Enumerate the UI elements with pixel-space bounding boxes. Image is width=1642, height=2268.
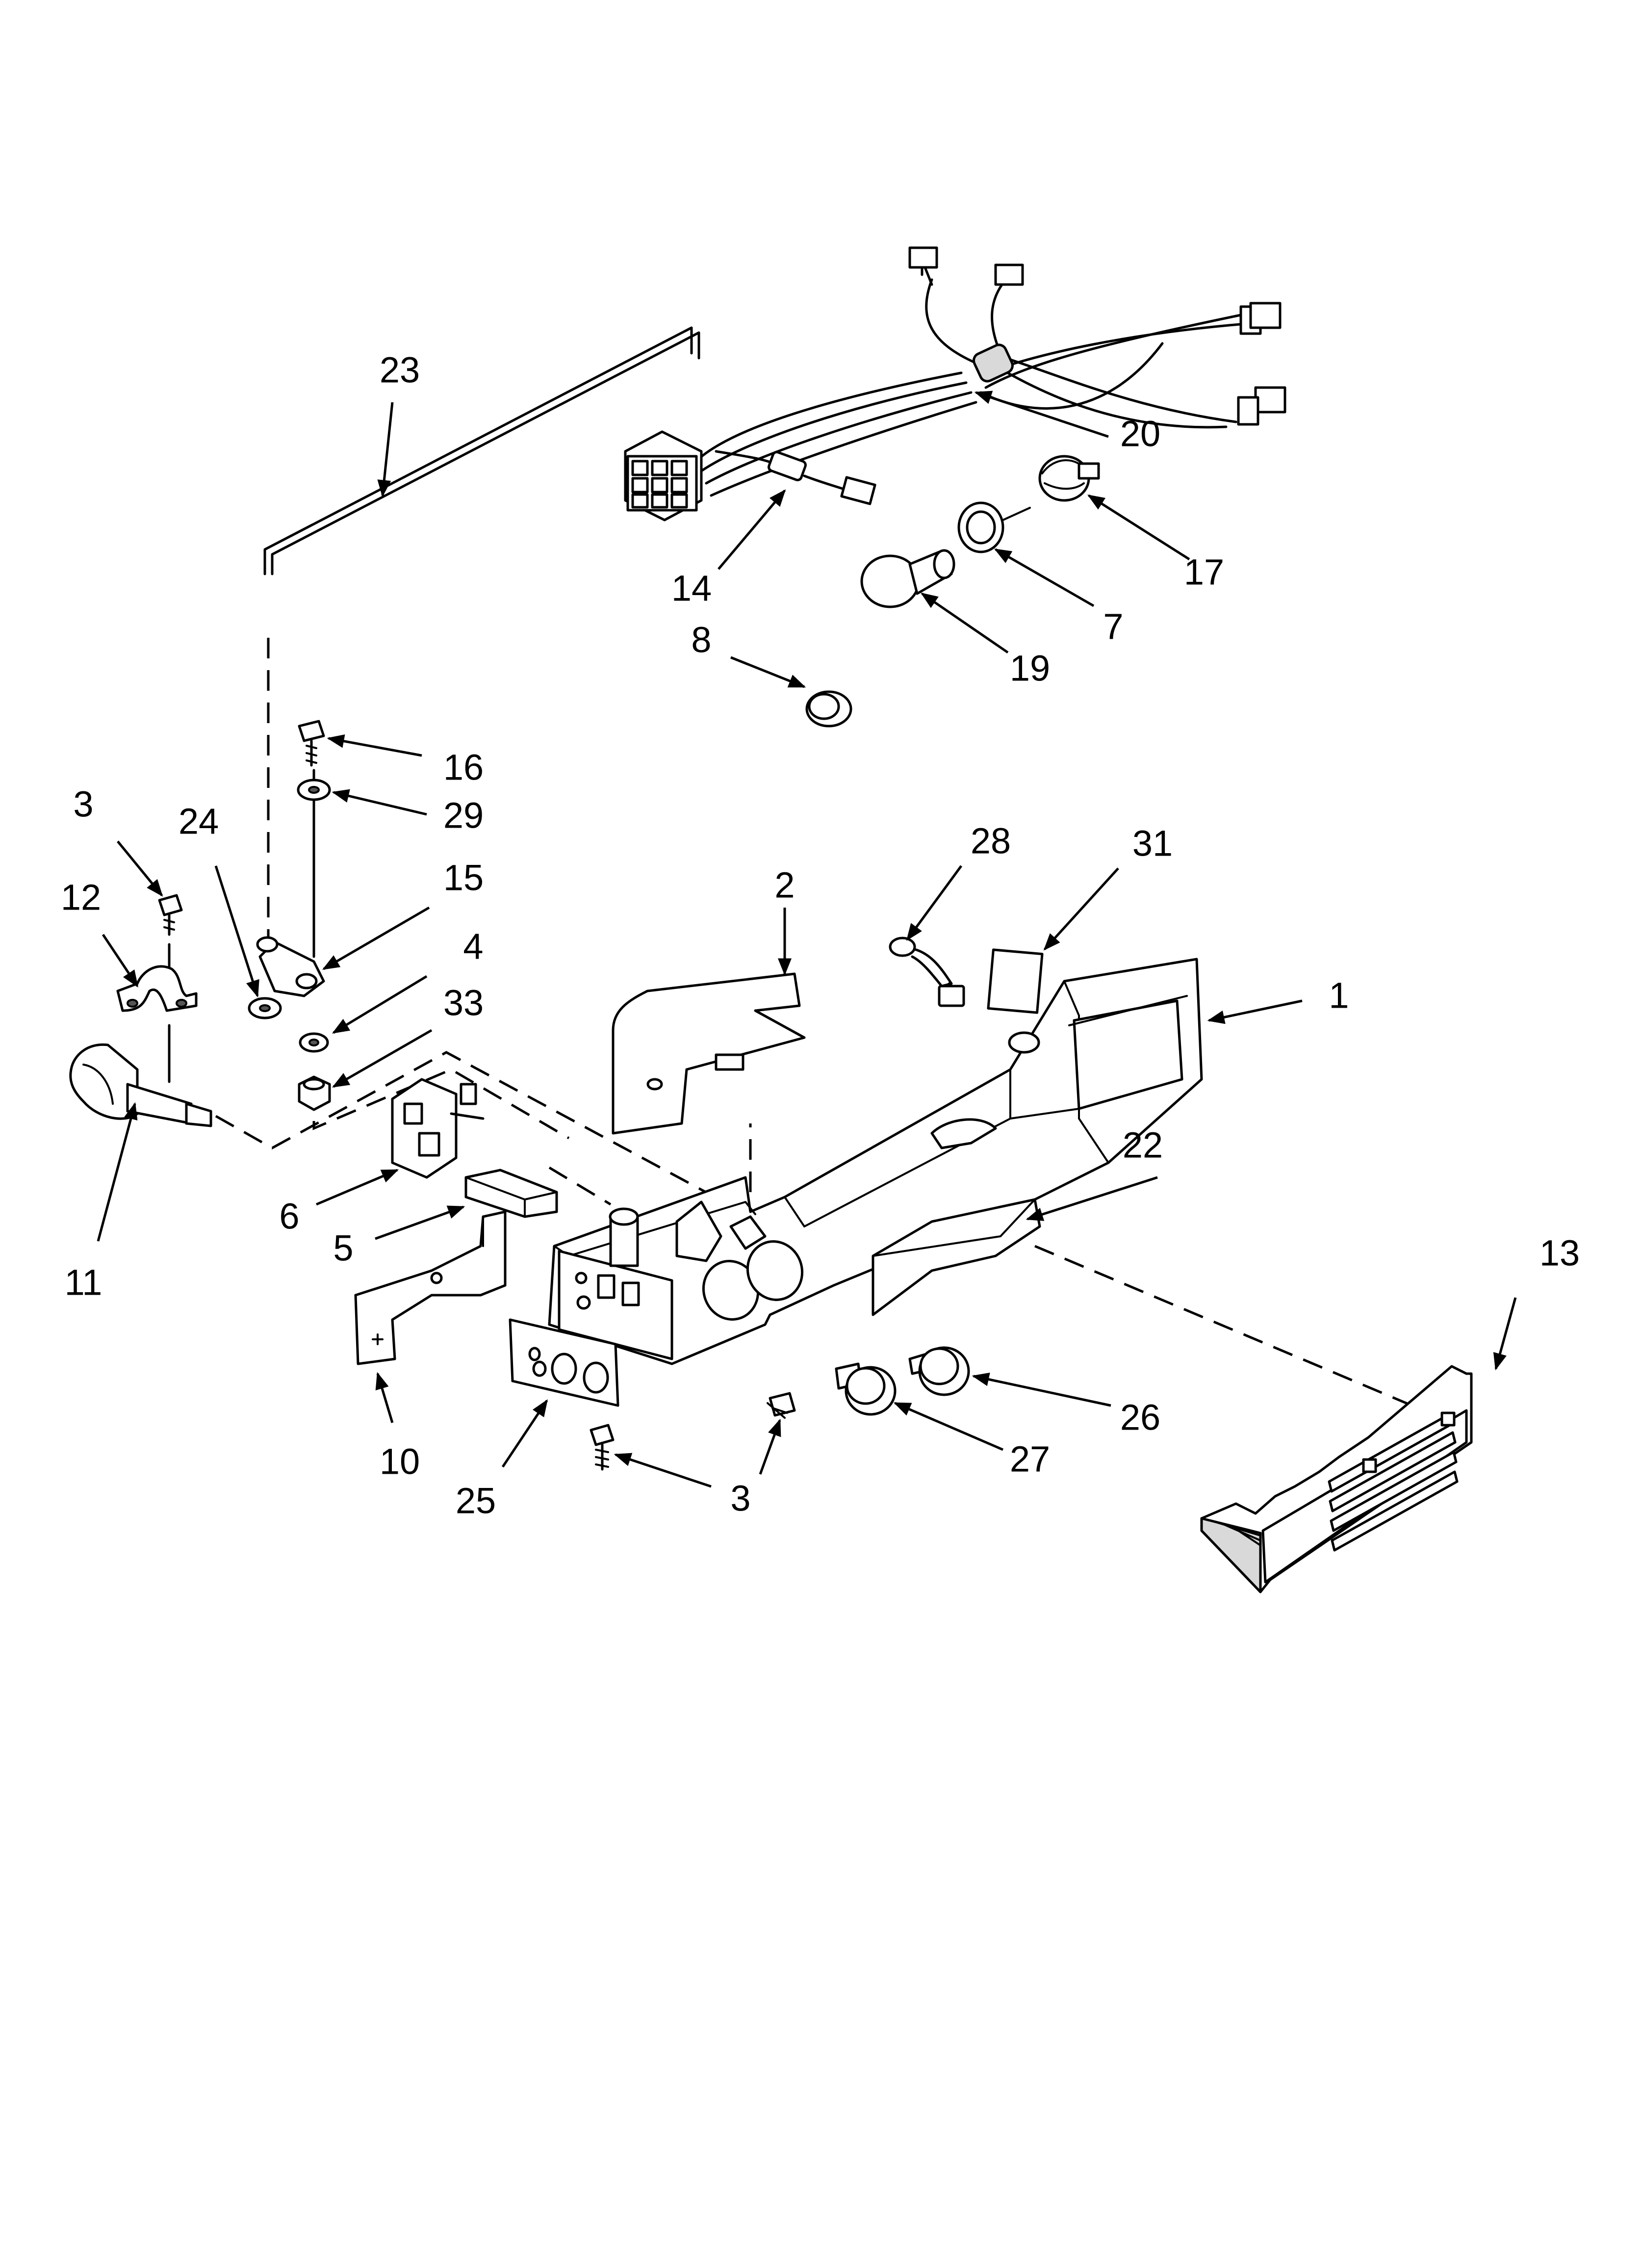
callout-5: 5 xyxy=(333,1228,353,1269)
part-1-housing xyxy=(548,958,1203,1365)
part-24-washer xyxy=(248,997,282,1019)
callout-2: 2 xyxy=(774,865,795,906)
part-3-screw-top xyxy=(158,894,183,978)
callout-8: 8 xyxy=(691,620,711,660)
callout-29: 29 xyxy=(443,795,484,836)
dashed-line-nut xyxy=(312,1068,570,1140)
callout-25: 25 xyxy=(456,1481,496,1521)
part-33-nut xyxy=(298,1075,331,1111)
part-10-bracket xyxy=(354,1210,507,1365)
part-28-thermistor xyxy=(889,937,965,1007)
callout-1: 1 xyxy=(1329,975,1349,1016)
callout-16: 16 xyxy=(443,747,484,788)
callout-14: 14 xyxy=(671,568,712,609)
callout-3-top: 3 xyxy=(73,784,93,825)
part-16-screw xyxy=(298,720,325,767)
part-20-wire-harness xyxy=(624,246,1286,521)
part-4-washer xyxy=(299,1032,329,1053)
callout-7: 7 xyxy=(1103,606,1123,647)
part-25-overlay xyxy=(509,1318,619,1407)
part-3-screw-bottom-b xyxy=(590,1424,615,1471)
part-6-switch xyxy=(391,1078,485,1179)
part-29-washer xyxy=(297,779,331,801)
callout-10: 10 xyxy=(380,1441,420,1482)
callout-4: 4 xyxy=(463,926,483,967)
part-2-shield xyxy=(612,972,806,1135)
part-5-pad xyxy=(464,1169,558,1218)
callout-24: 24 xyxy=(179,801,219,842)
part-12-clamp xyxy=(116,965,198,1012)
callout-13: 13 xyxy=(1539,1233,1580,1274)
callout-19: 19 xyxy=(1010,648,1050,689)
callout-3-bottom: 3 xyxy=(730,1478,750,1519)
part-8-plug xyxy=(805,690,852,728)
part-7-lamp-socket-ring xyxy=(957,501,1031,553)
part-17-socket xyxy=(1038,455,1100,502)
part-31-label xyxy=(987,948,1044,1014)
leader-arrows xyxy=(97,391,1517,1488)
part-26-knob xyxy=(908,1346,970,1396)
callout-6: 6 xyxy=(279,1196,299,1237)
part-11-shaft xyxy=(69,1043,212,1127)
part-13-grille xyxy=(1200,1365,1473,1593)
callout-12: 12 xyxy=(61,877,101,918)
grille-slots xyxy=(1328,1411,1459,1552)
dashed-line-shaft xyxy=(215,1051,766,1225)
part-3-screw-bottom-a xyxy=(767,1392,796,1419)
part-15-bracket xyxy=(256,936,325,997)
callout-26: 26 xyxy=(1120,1397,1160,1438)
callout-17: 17 xyxy=(1184,552,1224,593)
callout-27: 27 xyxy=(1010,1439,1050,1480)
callout-15: 15 xyxy=(443,858,484,898)
callout-23: 23 xyxy=(380,350,420,391)
part-27-knob xyxy=(835,1362,897,1416)
part-19-light-bulb xyxy=(860,549,955,608)
part-23-rod xyxy=(263,326,700,962)
callout-31: 31 xyxy=(1132,823,1173,864)
callout-22: 22 xyxy=(1123,1125,1163,1166)
callout-28: 28 xyxy=(971,821,1011,861)
dashed-line-pad xyxy=(548,1166,612,1206)
harness-connector xyxy=(624,430,703,521)
callout-33: 33 xyxy=(443,983,484,1023)
callout-labels: 23 20 14 17 7 19 8 16 29 3 24 12 15 4 33… xyxy=(61,350,1580,1521)
part-22-insulation xyxy=(872,1198,1041,1316)
callout-11: 11 xyxy=(65,1262,103,1303)
callout-20: 20 xyxy=(1120,414,1160,454)
dashed-line-grille xyxy=(1034,1245,1447,1422)
